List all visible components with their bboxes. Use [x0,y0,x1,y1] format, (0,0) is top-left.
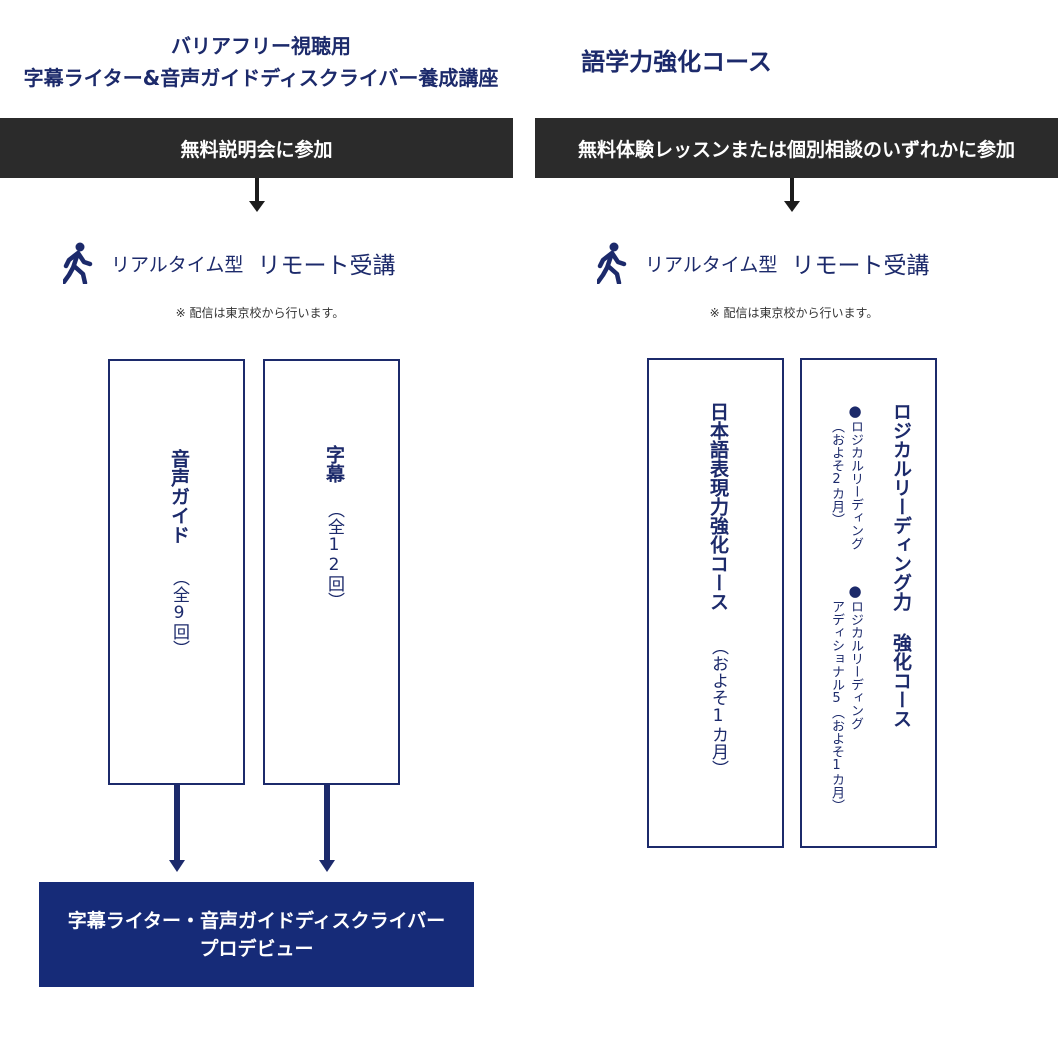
course-subtitles-name: 字幕 [323,445,345,483]
walking-person-icon [63,242,93,284]
right-remote-label2: リモート受講 [791,253,930,279]
course-box-japanese: 日本語表現力強化コース （およそ1カ月） [647,358,784,848]
right-remote-row: リアルタイム型 リモート受講 [597,241,929,285]
right-title-text: 語学力強化コース [581,48,772,76]
left-step-label: 無料説明会に参加 [180,138,333,161]
walking-person-icon [597,242,627,284]
course-subtitles-detail: （全12回） [324,501,344,609]
left-title-line2: 字幕ライター&音声ガイドディスクライバー養成講座 [23,66,499,90]
audio-guide-connector [174,785,180,861]
right-note: ※ 配信は東京校から行います。 [709,306,879,320]
subtitles-connector [324,785,330,861]
left-step-connector [255,178,259,202]
logical-item-2-text: ●ロジカルリーディング [846,582,864,730]
logical-item-1-text: ●ロジカルリーディング [846,402,864,550]
right-step-label: 無料体験レッスンまたは個別相談のいずれかに参加 [577,138,1015,161]
result-box: 字幕ライター・音声ガイドディスクライバー プロデビュー [39,882,474,987]
left-step-bar: 無料説明会に参加 [0,118,513,178]
right-remote-label1: リアルタイム型 [645,253,778,276]
course-box-logical-reading: ロジカルリーディング力 強化コース ●ロジカルリーディング （およそ2カ月） ●… [800,358,937,848]
right-title: 語学力強化コース [535,46,1058,78]
course-japanese-name: 日本語表現力強化コース [707,402,729,611]
left-remote-row: リアルタイム型 リモート受講 [63,241,395,285]
bullet-icon: ● [846,582,864,600]
left-title-line1: バリアフリー視聴用 [171,34,351,58]
left-remote-label2: リモート受講 [257,253,396,279]
left-title: バリアフリー視聴用 字幕ライター&音声ガイドディスクライバー養成講座 [0,30,522,94]
course-audio-guide-name: 音声ガイド [168,449,190,544]
course-japanese-detail: （およそ1カ月） [708,638,728,777]
right-step-connector [790,178,794,202]
result-line2: プロデビュー [199,937,314,960]
left-remote-label1: リアルタイム型 [111,253,244,276]
bullet-icon: ● [846,402,864,420]
subtitles-arrowhead [319,860,335,872]
left-step-arrowhead [249,201,265,212]
course-logical-name: ロジカルリーディング力 強化コース [890,402,912,728]
right-step-bar: 無料体験レッスンまたは個別相談のいずれかに参加 [535,118,1058,178]
audio-guide-arrowhead [169,860,185,872]
result-line1: 字幕ライター・音声ガイドディスクライバー [67,909,446,932]
right-step-arrowhead [784,201,800,212]
course-box-audio-guide: 音声ガイド （全9回） [108,359,245,785]
logical-item-1-detail: （およそ2カ月） [829,420,844,526]
course-box-subtitles: 字幕 （全12回） [263,359,400,785]
course-audio-guide-detail: （全9回） [169,569,189,657]
logical-item-2-detail: アディショナル5（およそ1カ月） [829,600,844,812]
left-note: ※ 配信は東京校から行います。 [175,306,345,320]
